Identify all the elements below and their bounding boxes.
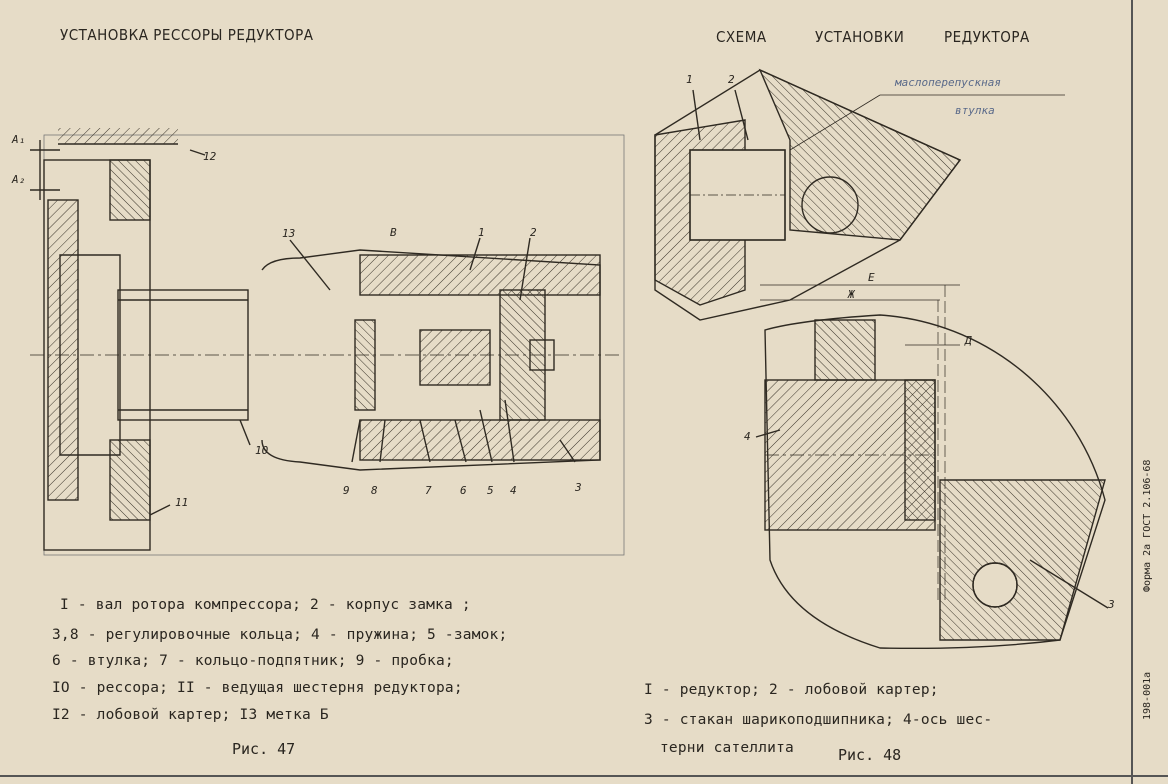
callout-r-3: 3 — [1108, 598, 1115, 611]
callout-a2: A₂ — [12, 173, 26, 186]
callout-r-d: Д — [965, 334, 972, 347]
callout-1: 1 — [478, 226, 485, 239]
figure-48-drawing — [654, 68, 1109, 650]
callout-10: 10 — [255, 444, 269, 457]
callout-a1: A₁ — [12, 133, 26, 146]
callout-2: 2 — [530, 226, 537, 239]
figure-48-title-part-3: РЕДУКТОРА — [944, 28, 1030, 46]
callout-7: 7 — [425, 484, 432, 497]
legend-47-line-5: I2 - лобовой картер; I3 метка Б — [52, 707, 329, 723]
callout-r-2: 2 — [728, 73, 735, 86]
annotation-line-1: маслоперепускная — [895, 76, 1001, 89]
callout-13: 13 — [282, 227, 296, 240]
callout-r-zh: Ж — [848, 288, 855, 301]
legend-48-line-2: 3 - стакан шарикоподшипника; 4-ось шес- — [644, 712, 993, 728]
figure-48-label: Рис. 48 — [838, 746, 902, 764]
figure-47-label: Рис. 47 — [232, 740, 296, 758]
figure-48-title-part-2: УСТАНОВКИ — [815, 28, 905, 46]
callout-8: 8 — [371, 484, 378, 497]
legend-47-line-1: I - вал ротора компрессора; 2 - корпус з… — [60, 597, 471, 613]
margin-code-label: 198-001а — [1142, 671, 1153, 720]
callout-11: 11 — [175, 496, 189, 509]
callout-3: 3 — [575, 481, 582, 494]
callout-r-1: 1 — [686, 73, 693, 86]
callout-5: 5 — [487, 484, 494, 497]
margin-form-label: Форма 2а ГОСТ 2.106-68 — [1142, 459, 1153, 592]
figure-47-drawing — [30, 128, 625, 556]
legend-47-line-4: IO - рессора; II - ведущая шестерня реду… — [52, 680, 463, 696]
annotation-line-2: втулка — [955, 104, 995, 117]
callout-b: B — [390, 226, 397, 239]
legend-47-line-2: 3,8 - регулировочные кольца; 4 - пружина… — [52, 627, 508, 643]
legend-48-line-1: I - редуктор; 2 - лобовой картер; — [644, 682, 939, 698]
legend-47-line-3: 6 - втулка; 7 - кольцо-подпятник; 9 - пр… — [52, 653, 454, 669]
callout-r-4: 4 — [744, 430, 751, 443]
callout-r-e: E — [868, 271, 875, 284]
callout-9: 9 — [343, 484, 350, 497]
callout-12: 12 — [203, 150, 217, 163]
callout-6: 6 — [460, 484, 467, 497]
figure-48-title-part-1: СХЕМА — [716, 28, 767, 46]
callout-4: 4 — [510, 484, 517, 497]
legend-48-line-3: терни сателлита — [660, 740, 794, 756]
figure-47-title: УСТАНОВКА РЕССОРЫ РЕДУКТОРА — [60, 26, 314, 44]
